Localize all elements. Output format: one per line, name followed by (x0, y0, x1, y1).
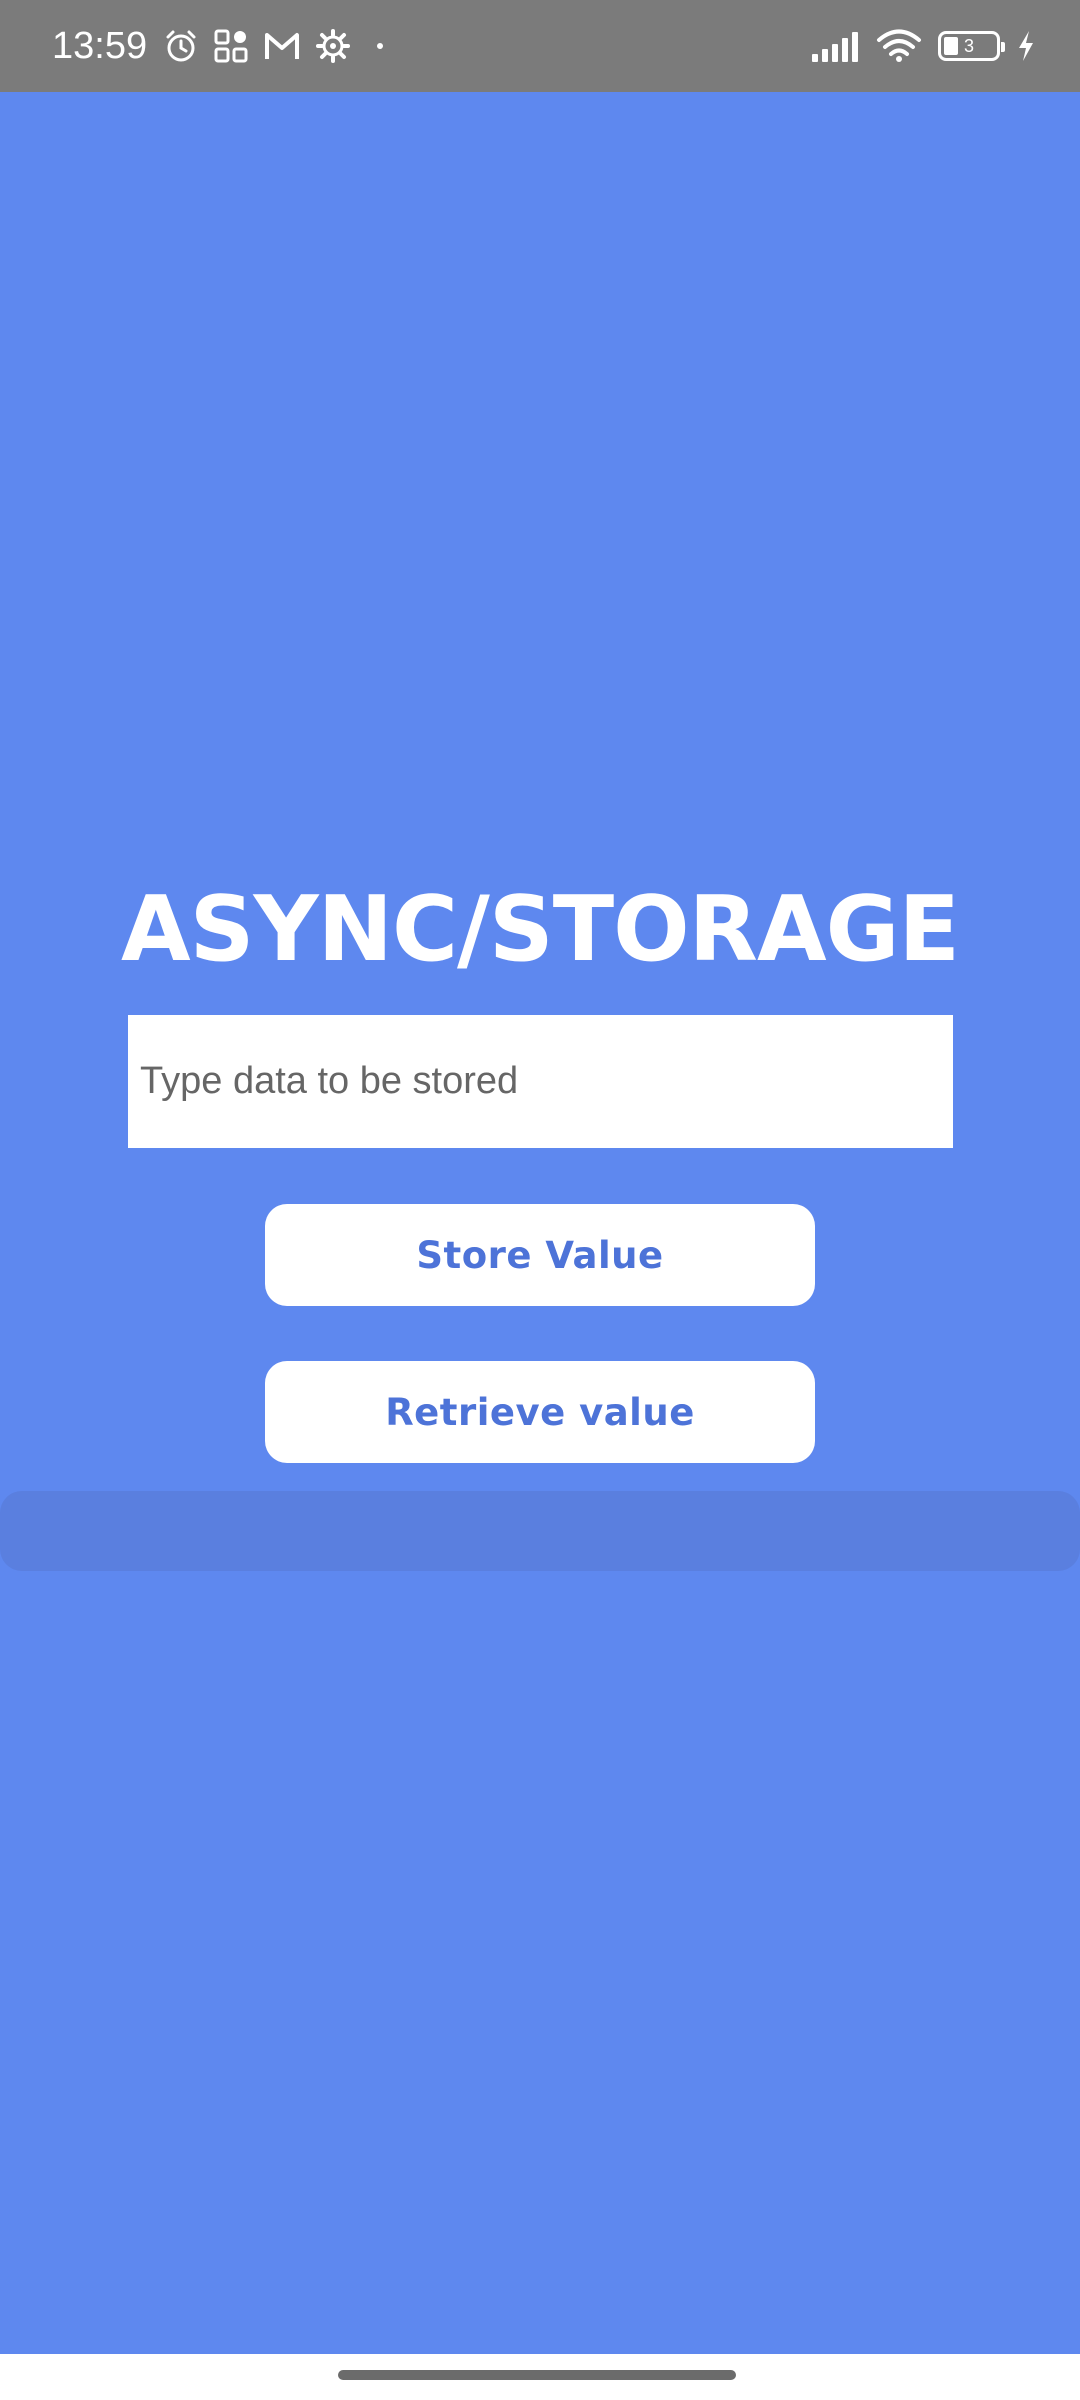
settings-gear-icon (315, 28, 351, 64)
dot-icon (365, 28, 395, 64)
wifi-icon (876, 29, 922, 63)
apps-grid-icon (213, 28, 249, 64)
retrieve-value-button[interactable]: Retrieve value (265, 1361, 815, 1463)
charging-icon (1016, 30, 1036, 62)
home-gesture-handle[interactable] (338, 2370, 736, 2380)
result-display (0, 1491, 1080, 1571)
status-right: 3 (810, 0, 1036, 92)
data-input-field[interactable] (128, 1015, 953, 1148)
status-left: 13:59 (52, 0, 395, 92)
navigation-bar (0, 2354, 1080, 2400)
store-value-button[interactable]: Store Value (265, 1204, 815, 1306)
status-bar: 13:59 (0, 0, 1080, 92)
battery-level: 3 (963, 35, 974, 56)
signal-icon (810, 30, 860, 62)
clock-time: 13:59 (52, 24, 148, 67)
page-title: ASYNC/STORAGE (121, 877, 960, 982)
battery-fill (944, 37, 958, 55)
alarm-icon (163, 28, 199, 64)
gmail-icon (263, 29, 301, 63)
battery-icon: 3 (938, 31, 1005, 61)
